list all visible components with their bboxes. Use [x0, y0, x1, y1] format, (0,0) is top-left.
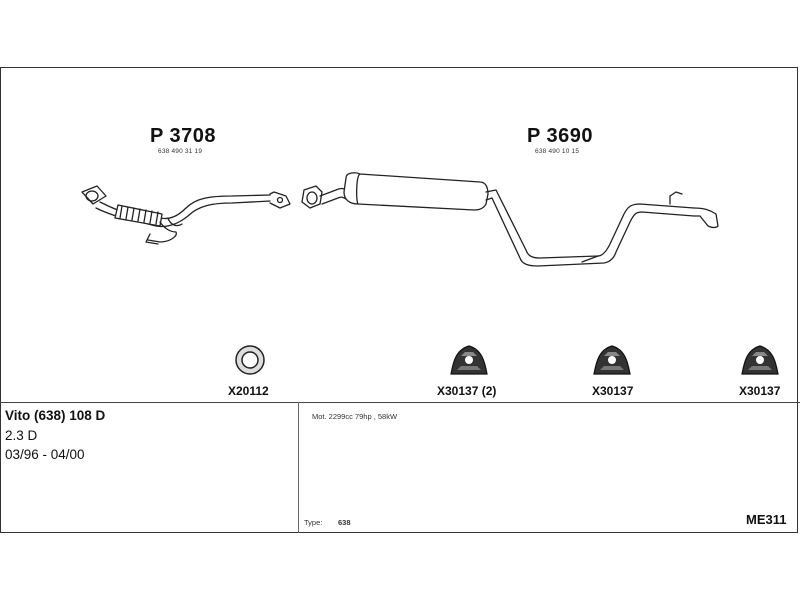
rubber-mount-icon [741, 345, 779, 375]
vehicle-years: 03/96 - 04/00 [5, 447, 85, 462]
rear-silencer-drawing [301, 172, 719, 267]
rubber-mount-icon [593, 345, 631, 375]
rear-silencer-oem-number: 638 490 10 15 [535, 148, 580, 155]
divider-horizontal [0, 402, 800, 403]
rear-silencer-code: P 3690 [527, 125, 594, 147]
rubber-mount-icon [450, 345, 488, 375]
divider-vertical [298, 402, 299, 533]
fitting-code: X30137 (2) [437, 384, 497, 398]
front-pipe-oem-number: 638 490 31 19 [158, 148, 203, 155]
front-pipe-code: P 3708 [150, 125, 217, 147]
fitting-code: X30137 [739, 384, 781, 398]
diagram-frame [0, 67, 798, 533]
reference-code: ME311 [746, 512, 787, 527]
vehicle-engine: 2.3 D [5, 428, 38, 443]
front-pipe-drawing [81, 185, 291, 245]
vehicle-model: Vito (638) 108 D [5, 408, 106, 423]
fitting-code: X20112 [228, 384, 269, 398]
type-value: 638 [338, 518, 351, 527]
type-label: Type: [304, 518, 323, 527]
motor-spec: Mot. 2299cc 79hp , 58kW [312, 412, 398, 421]
gasket-ring-icon [235, 345, 265, 375]
fitting-code: X30137 [592, 384, 634, 398]
